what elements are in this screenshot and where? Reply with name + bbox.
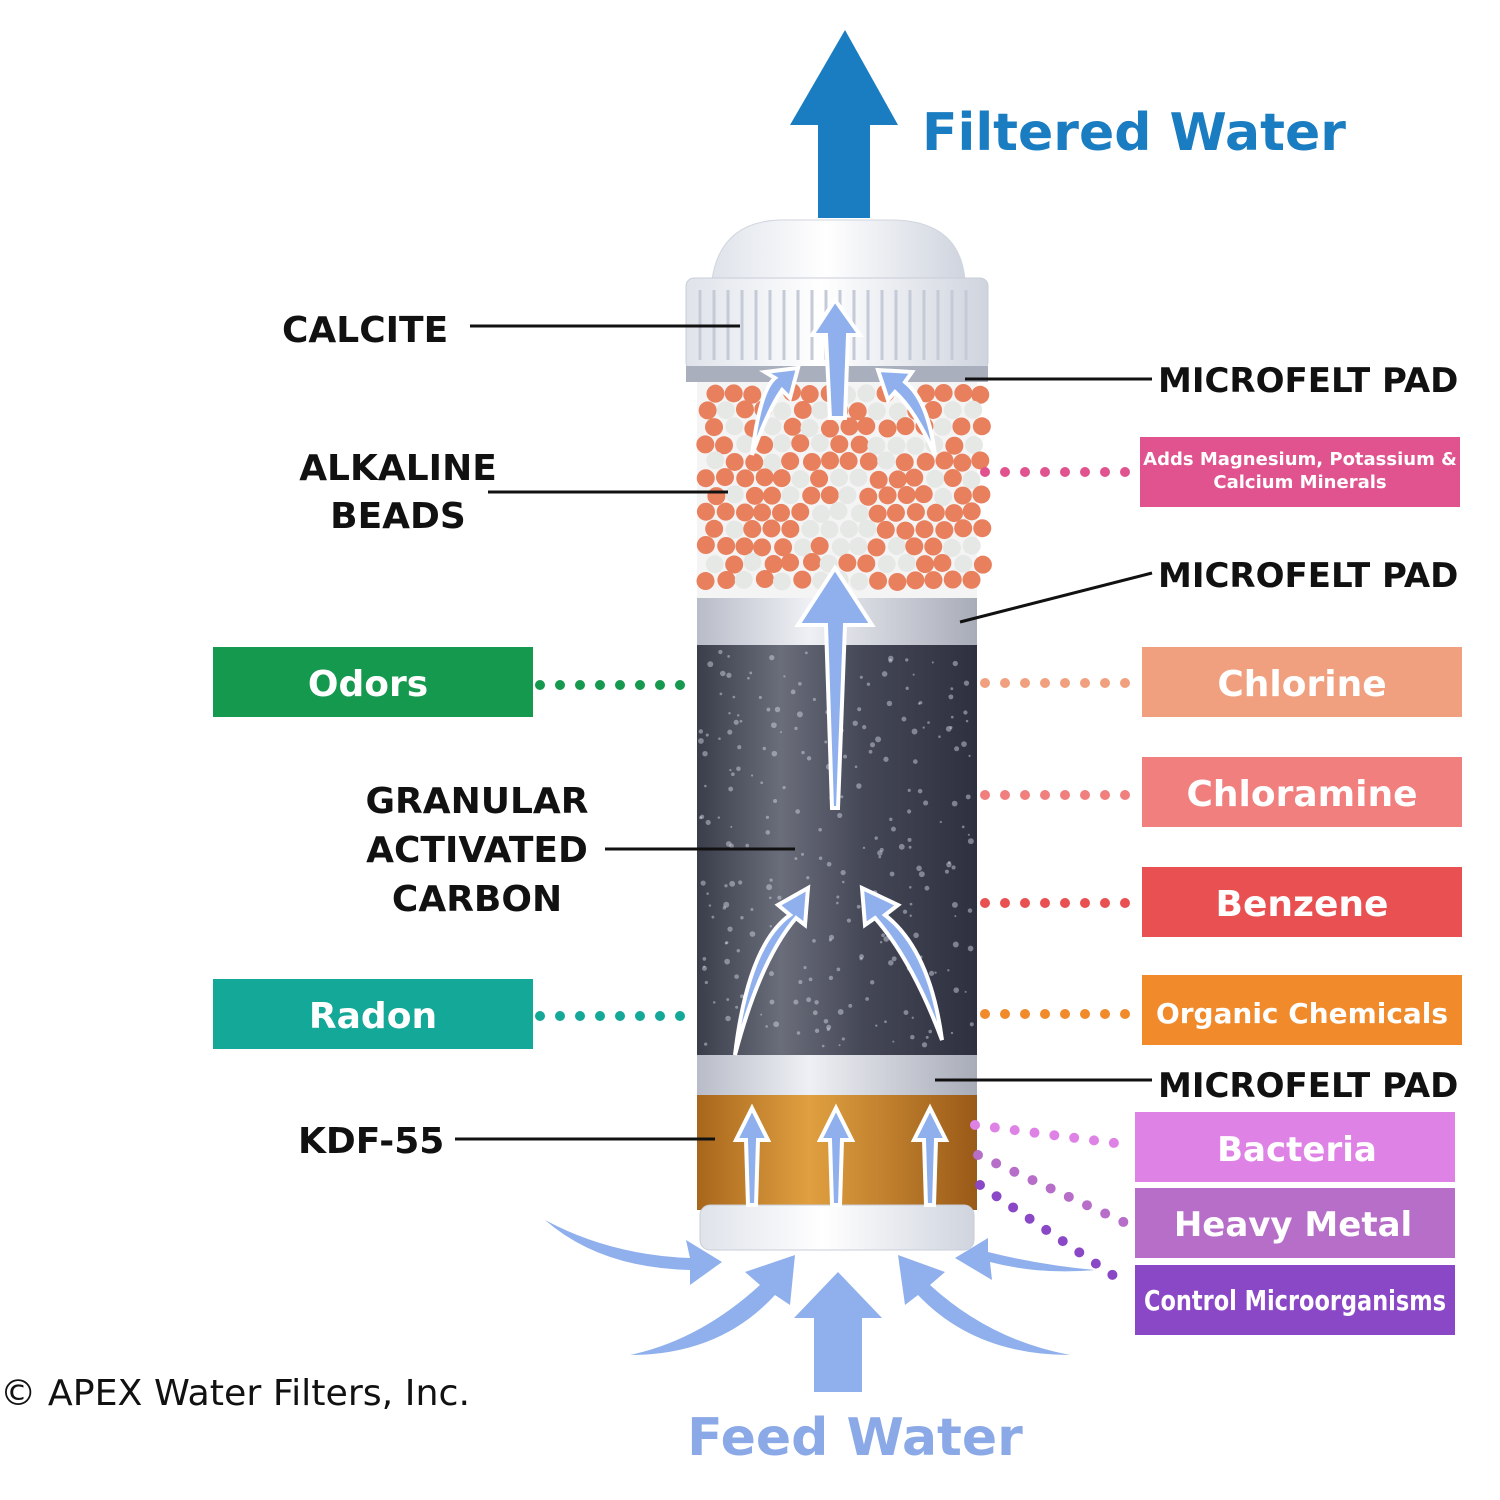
chlorine-box: Chlorine <box>1142 647 1462 717</box>
alkaline-label-2: BEADS <box>330 496 466 537</box>
filtered-water-title: Filtered Water <box>922 103 1346 163</box>
benzene-text: Benzene <box>1216 884 1389 925</box>
benzene-box: Benzene <box>1142 867 1462 937</box>
copyright-text: © APEX Water Filters, Inc. <box>0 1373 470 1414</box>
radon-box: Radon <box>213 979 533 1049</box>
minerals-text-1: Adds Magnesium, Potassium & <box>1143 449 1457 470</box>
dotted-connectors <box>535 467 1143 1285</box>
filtered-water-arrow-icon <box>790 30 898 218</box>
top-cap-rim <box>711 219 966 281</box>
feed-water-label: Feed Water <box>687 1408 1023 1468</box>
organic-chemicals-box: Organic Chemicals <box>1142 975 1462 1045</box>
heavy-metal-box: Heavy Metal <box>1135 1188 1455 1258</box>
microfelt-pad-bottom <box>697 1055 977 1097</box>
microfelt-pad-bottom-label: MICROFELT PAD <box>1158 1066 1458 1106</box>
chloramine-text: Chloramine <box>1186 774 1417 815</box>
minerals-text-2: Calcium Minerals <box>1213 472 1386 493</box>
organic-chemicals-text: Organic Chemicals <box>1156 997 1448 1030</box>
microorganisms-box: Control Microorganisms <box>1135 1265 1455 1335</box>
feed-water-arrows-icon <box>545 1220 1095 1392</box>
microfelt-pad-top-label: MICROFELT PAD <box>1158 361 1458 401</box>
chloramine-box: Chloramine <box>1142 757 1462 827</box>
pad-mid-leader-line <box>959 571 1153 624</box>
radon-text: Radon <box>309 996 437 1037</box>
gac-label-3: CARBON <box>392 879 562 920</box>
microfelt-pad-mid-label: MICROFELT PAD <box>1158 556 1458 596</box>
bacteria-box: Bacteria <box>1135 1112 1455 1182</box>
microorganisms-text: Control Microorganisms <box>1144 1284 1446 1317</box>
chlorine-text: Chlorine <box>1217 664 1386 705</box>
odors-box: Odors <box>213 647 533 717</box>
kdf-label: KDF-55 <box>298 1121 444 1162</box>
internal-flow-arrows-icon <box>732 296 950 1207</box>
minerals-box: Adds Magnesium, Potassium & Calcium Mine… <box>1140 437 1460 507</box>
calcite-label: CALCITE <box>282 310 448 351</box>
bacteria-text: Bacteria <box>1217 1130 1377 1170</box>
odors-text: Odors <box>308 664 428 705</box>
alkaline-label-1: ALKALINE <box>299 448 497 489</box>
bottom-cap <box>699 1204 975 1251</box>
gac-label-1: GRANULAR <box>365 781 588 822</box>
gac-label-2: ACTIVATED <box>366 830 588 871</box>
heavy-metal-text: Heavy Metal <box>1174 1205 1412 1245</box>
